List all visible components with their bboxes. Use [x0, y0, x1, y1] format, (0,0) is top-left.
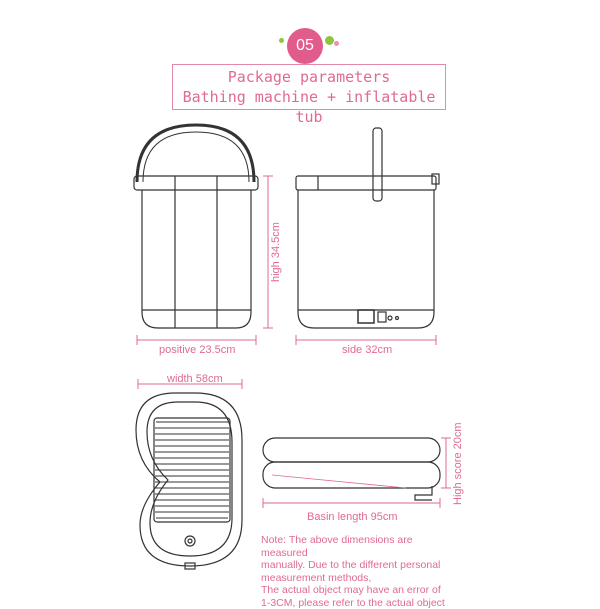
tub-top-view	[136, 393, 242, 569]
tub-side-view	[263, 438, 440, 500]
note-line: manually. Due to the different personal	[261, 559, 461, 572]
machine-side-view	[296, 128, 439, 328]
front-width-label: positive 23.5cm	[159, 344, 235, 356]
note-line: The actual object may have an error of	[261, 584, 461, 597]
note-line: 1-3CM, please refer to the actual object	[261, 597, 461, 609]
tub-length-label: Basin length 95cm	[307, 511, 398, 523]
note-line: Note: The above dimensions are measured	[261, 534, 461, 559]
tub-width-label: width 58cm	[167, 373, 223, 385]
measurement-note: Note: The above dimensions are measured …	[261, 534, 461, 609]
side-width-label: side 32cm	[342, 344, 392, 356]
note-line: measurement methods,	[261, 572, 461, 585]
height-label: high 34.5cm	[270, 222, 282, 282]
machine-front-view	[134, 125, 258, 328]
tub-height-label: High score 20cm	[452, 422, 464, 505]
